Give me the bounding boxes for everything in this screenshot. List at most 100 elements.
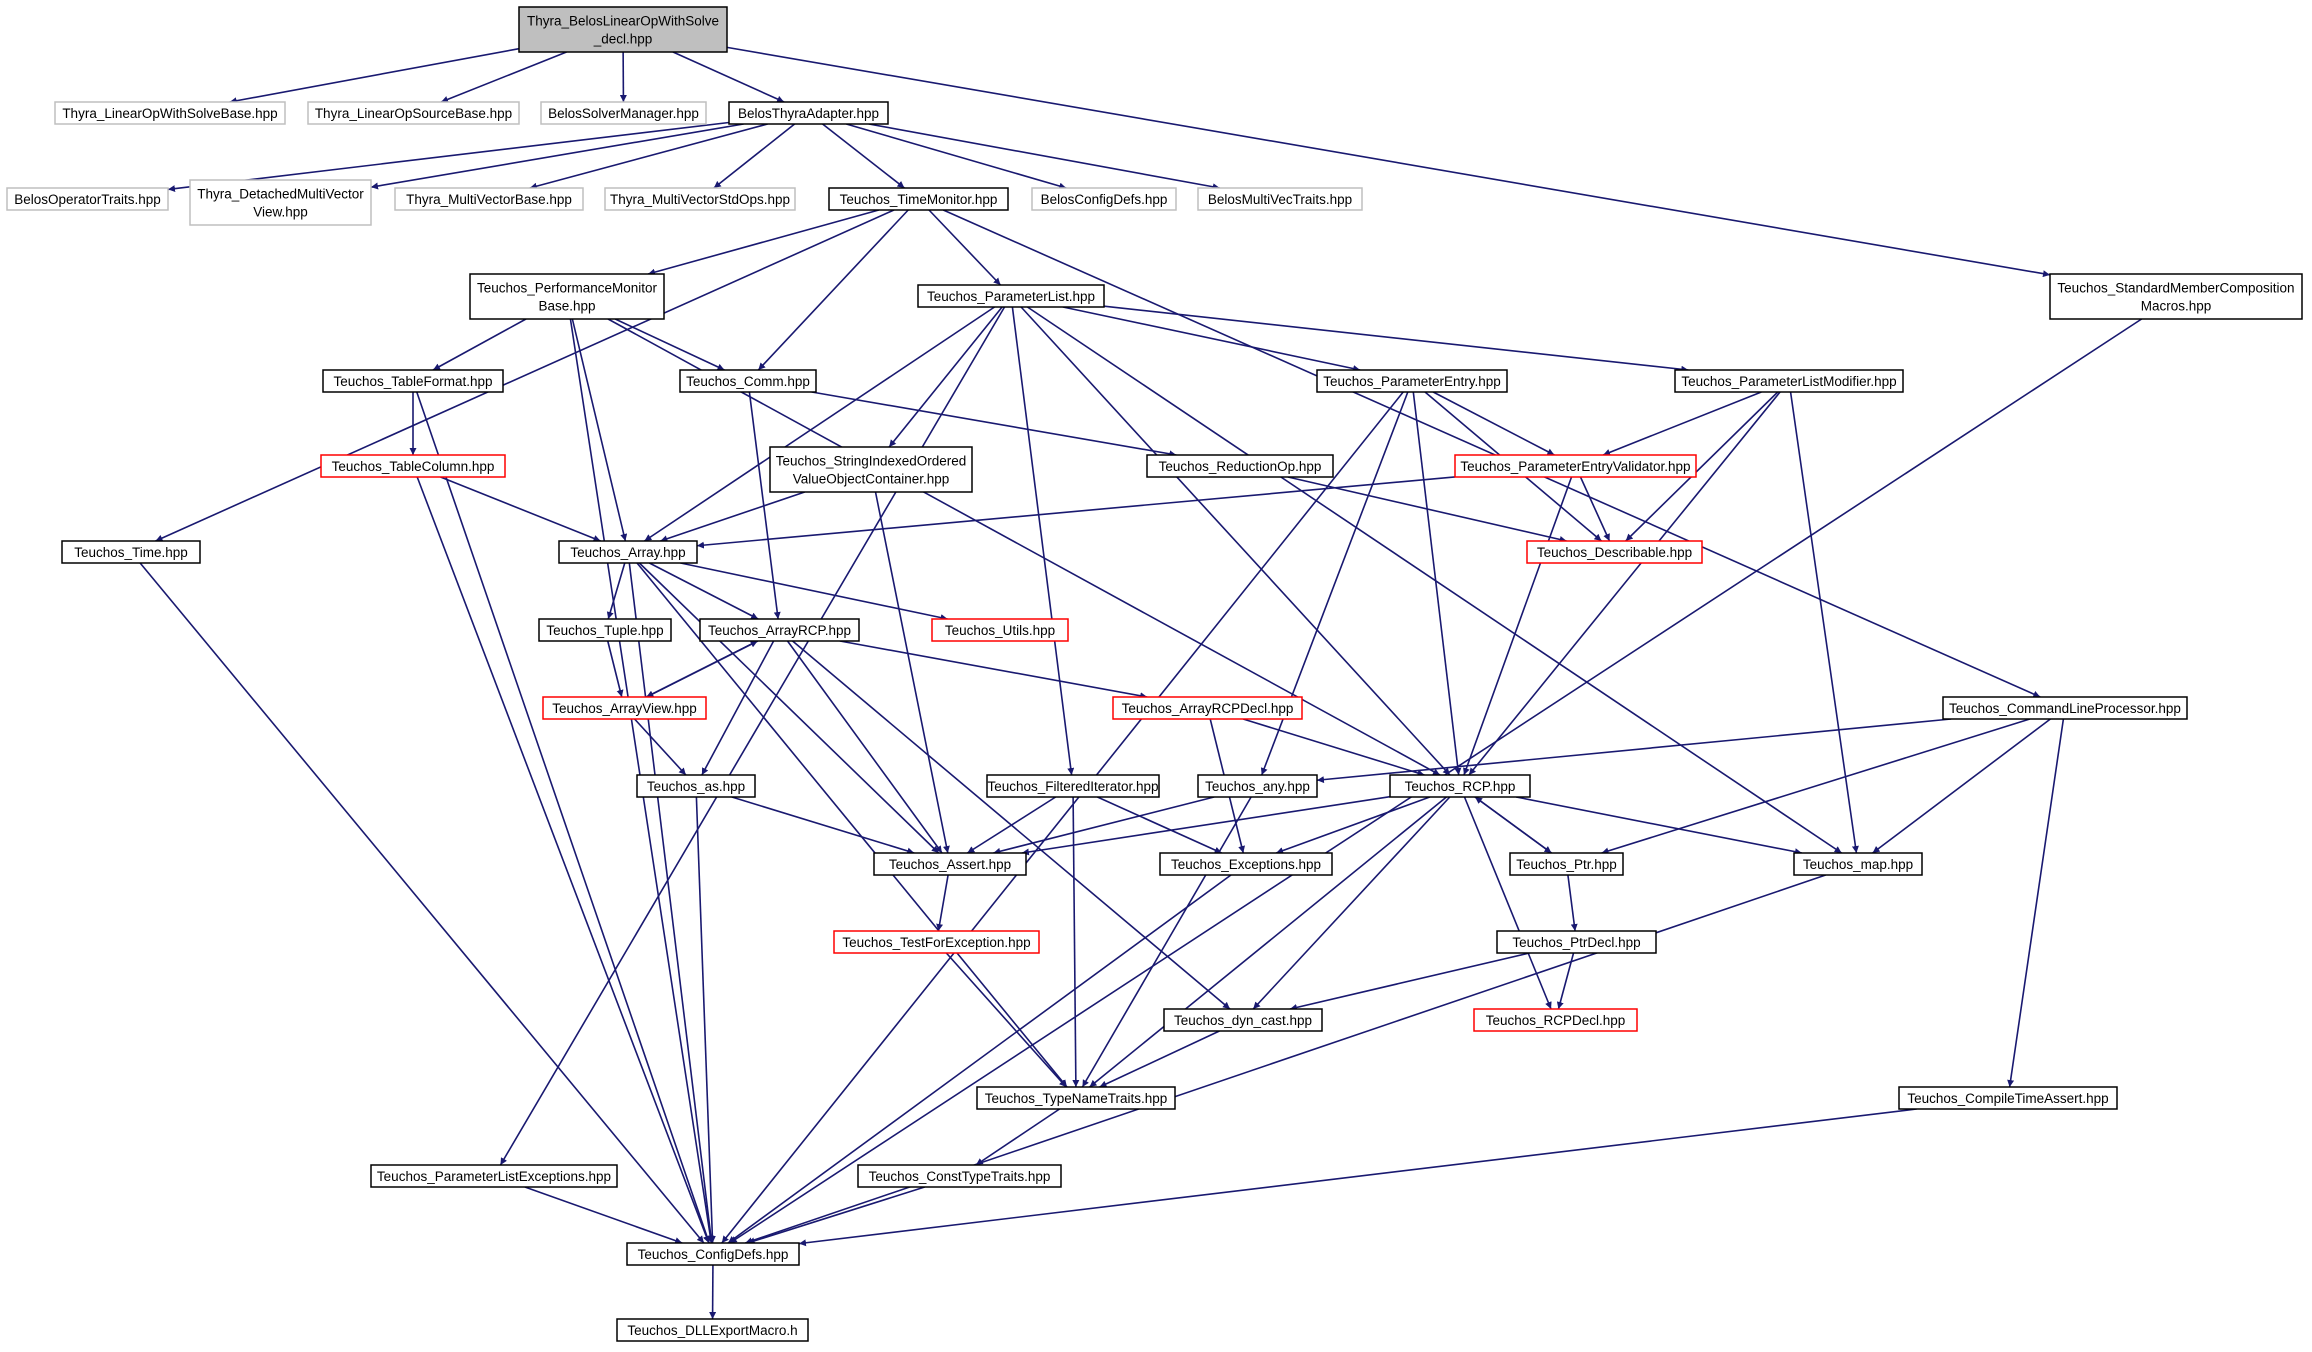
node-label: Teuchos_dyn_cast.hpp <box>1174 1013 1312 1028</box>
edge-t_pl-to-t_plm <box>1103 305 1689 373</box>
node-t-array[interactable]: Teuchos_Array.hpp <box>558 540 698 564</box>
edge-t_array-to-t_tnt <box>636 562 1068 1088</box>
edge-t_pmb-to-t_array <box>571 318 628 542</box>
edge-t_tm-to-t_pmb <box>647 209 880 276</box>
node-box <box>636 774 756 798</box>
edge-t_ptr-to-t_rcp <box>1474 796 1552 854</box>
node-label: Teuchos_CompileTimeAssert.hpp <box>1907 1091 2108 1106</box>
node-t-map[interactable]: Teuchos_map.hpp <box>1793 852 1923 876</box>
node-belos-ta[interactable]: BelosThyraAdapter.hpp <box>728 101 889 125</box>
edge-belos_ta-to-t_tm <box>822 123 905 189</box>
node-label: Teuchos_Time.hpp <box>74 545 188 560</box>
node-label: Teuchos_Utils.hpp <box>945 623 1055 638</box>
edge-t_array-to-t_arcp <box>648 562 759 620</box>
node-t-exc[interactable]: Teuchos_Exceptions.hpp <box>1159 852 1333 876</box>
edge-t_pl-to-t_pe <box>1062 306 1361 372</box>
edge-t_time-to-t_cd <box>139 562 705 1244</box>
edge-t_comm-to-t_rop <box>811 391 1177 458</box>
node-t-tm[interactable]: Teuchos_TimeMonitor.hpp <box>828 187 1009 211</box>
node-box <box>857 1164 1062 1188</box>
edge-t_fi-to-t_exc <box>1097 796 1222 854</box>
node-t-tf[interactable]: Teuchos_TableFormat.hpp <box>322 369 504 393</box>
node-label: Teuchos_RCPDecl.hpp <box>1486 1013 1626 1028</box>
node-t-fi[interactable]: Teuchos_FilteredIterator.hpp <box>986 774 1160 798</box>
node-t-cd[interactable]: Teuchos_ConfigDefs.hpp <box>626 1242 800 1266</box>
node-t-plm[interactable]: Teuchos_ParameterListModifier.hpp <box>1674 369 1904 393</box>
node-t-pe[interactable]: Teuchos_ParameterEntry.hpp <box>1316 369 1508 393</box>
node-box <box>1526 540 1703 564</box>
node-label: Teuchos_TableFormat.hpp <box>333 374 492 389</box>
node-label: Teuchos_Ptr.hpp <box>1516 857 1617 872</box>
node-t-sio[interactable]: Teuchos_StringIndexedOrderedValueObjectC… <box>769 446 973 493</box>
node-t-ptr[interactable]: Teuchos_Ptr.hpp <box>1509 852 1624 876</box>
edge-t_arcp-to-t_as <box>701 640 775 776</box>
node-t-assert[interactable]: Teuchos_Assert.hpp <box>873 852 1027 876</box>
node-t-cta[interactable]: Teuchos_CompileTimeAssert.hpp <box>1898 1086 2118 1110</box>
edge-t_rcp-to-t_rcpd <box>1463 796 1552 1010</box>
node-t-rcpd: Teuchos_RCPDecl.hpp <box>1473 1008 1638 1032</box>
node-box <box>1146 454 1334 478</box>
dependency-edges <box>139 46 2143 1320</box>
node-box <box>189 179 372 226</box>
node-box <box>307 101 520 125</box>
node-label: Teuchos_PerformanceMonitor <box>477 281 658 296</box>
node-t-tnt[interactable]: Teuchos_TypeNameTraits.hpp <box>976 1086 1176 1110</box>
node-box <box>976 1086 1176 1110</box>
edge-t_pe-to-t_pev <box>1432 391 1555 456</box>
edge-belos_ta-to-belos_mvt <box>868 123 1220 191</box>
node-label: Teuchos_Describable.hpp <box>1537 545 1692 560</box>
node-belos-mvt: BelosMultiVecTraits.hpp <box>1197 187 1363 211</box>
edge-t_rcp-to-t_dc <box>1252 796 1451 1010</box>
node-t-as[interactable]: Teuchos_as.hpp <box>636 774 756 798</box>
node-t-rcp[interactable]: Teuchos_RCP.hpp <box>1389 774 1531 798</box>
node-box <box>1674 369 1904 393</box>
node-t-ple[interactable]: Teuchos_ParameterListExceptions.hpp <box>370 1164 618 1188</box>
node-label: Teuchos_ParameterEntry.hpp <box>1323 374 1501 389</box>
edge-t_assert-to-t_tfe <box>936 874 949 932</box>
edge-t_clp-to-t_cta <box>2007 718 2065 1088</box>
node-box <box>728 101 889 125</box>
node-t-comm[interactable]: Teuchos_Comm.hpp <box>679 369 817 393</box>
node-label: View.hpp <box>253 205 308 220</box>
node-box <box>61 540 201 564</box>
node-t-ctt[interactable]: Teuchos_ConstTypeTraits.hpp <box>857 1164 1062 1188</box>
node-t-any[interactable]: Teuchos_any.hpp <box>1197 774 1318 798</box>
node-t-time[interactable]: Teuchos_Time.hpp <box>61 540 201 564</box>
node-t-smcm[interactable]: Teuchos_StandardMemberCompositionMacros.… <box>2049 273 2303 320</box>
edge-t_arcp-to-t_assert <box>786 640 943 854</box>
node-box <box>769 446 973 493</box>
node-box <box>626 1242 800 1266</box>
node-t-tuple[interactable]: Teuchos_Tuple.hpp <box>538 618 672 642</box>
node-t-rop[interactable]: Teuchos_ReductionOp.hpp <box>1146 454 1334 478</box>
edge-t_clp-to-t_ptr <box>1601 718 2031 855</box>
node-box <box>986 774 1160 798</box>
node-t-dll[interactable]: Teuchos_DLLExportMacro.h <box>616 1318 809 1342</box>
node-label: Base.hpp <box>538 299 595 314</box>
node-t-tc: Teuchos_TableColumn.hpp <box>320 454 506 478</box>
node-t-ptrd[interactable]: Teuchos_PtrDecl.hpp <box>1496 930 1657 954</box>
edge-t_sio-to-t_assert <box>874 491 950 854</box>
node-label: Teuchos_FilteredIterator.hpp <box>987 779 1158 794</box>
node-t-clp[interactable]: Teuchos_CommandLineProcessor.hpp <box>1942 696 2188 720</box>
node-box <box>558 540 698 564</box>
node-t-dc[interactable]: Teuchos_dyn_cast.hpp <box>1163 1008 1323 1032</box>
node-box <box>1509 852 1624 876</box>
node-t-arcp[interactable]: Teuchos_ArrayRCP.hpp <box>699 618 860 642</box>
node-box <box>1197 187 1363 211</box>
edge-t_arcp-to-t_arcpd <box>839 640 1148 700</box>
edge-t_tnt-to-t_ctt <box>975 1108 1061 1166</box>
edge-t_plm-to-t_pev <box>1602 391 1762 456</box>
edge-t_tuple-to-t_av <box>606 640 624 698</box>
node-box <box>469 273 665 320</box>
node-t-pl[interactable]: Teuchos_ParameterList.hpp <box>917 284 1105 308</box>
node-box <box>873 852 1027 876</box>
node-box <box>604 187 796 211</box>
node-label: Thyra_MultiVectorBase.hpp <box>406 192 572 207</box>
node-label: Thyra_MultiVectorStdOps.hpp <box>610 192 790 207</box>
file-nodes: Thyra_BelosLinearOpWithSolve_decl.hppThy… <box>6 6 2303 1342</box>
node-label: Teuchos_ParameterListExceptions.hpp <box>377 1169 611 1184</box>
node-label: BelosOperatorTraits.hpp <box>14 192 161 207</box>
node-belos-cd: BelosConfigDefs.hpp <box>1031 187 1177 211</box>
edge-belos_ta-to-thyra_mvso <box>713 123 796 189</box>
